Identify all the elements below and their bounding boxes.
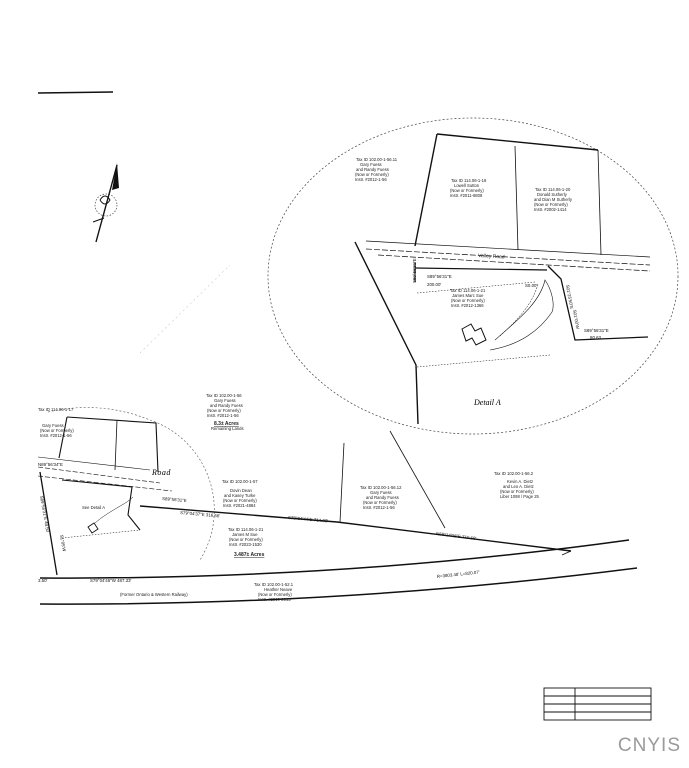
svg-text:S79°04'46"W 487.33': S79°04'46"W 487.33' xyxy=(90,578,132,583)
parcel-railway: Tax ID 102.00-1-52.1 Heather Neave (Now … xyxy=(254,582,294,602)
svg-text:R=3803.48' L=820.07': R=3803.48' L=820.07' xyxy=(437,570,480,579)
title-block xyxy=(543,687,652,721)
scale-bar xyxy=(37,91,114,94)
svg-text:S1°05'W: S1°05'W xyxy=(59,534,67,552)
detail-a-labels: Tax ID 102.00-1-56.11 Gary Fuess and Ran… xyxy=(355,157,573,308)
small-detail-circle xyxy=(149,419,215,561)
svg-text:N89°56'34"E: N89°56'34"E xyxy=(38,462,63,467)
detail-a-title: Detail A xyxy=(473,398,501,407)
svg-text:3.50': 3.50' xyxy=(38,578,48,583)
svg-text:S89°56'31"E 49.50: S89°56'31"E 49.50 xyxy=(39,495,50,533)
main-map-linework xyxy=(37,416,638,605)
svg-text:S01°00'W: S01°00'W xyxy=(572,309,580,330)
parcel-sue: Tax ID 114.06-1-21 James M Sue (Now or F… xyxy=(228,527,265,558)
detail-parcel-top-right: Tax ID 114.06-1-20 Donald Sutherly and D… xyxy=(534,187,573,212)
detail-parcel-center: Tax ID 114.06-1-21 James Marc Sue (Now o… xyxy=(450,288,486,308)
parcel-center-north: Tax ID 102.00-1-56 Gary Fuess and Randy … xyxy=(206,393,244,431)
svg-text:S01°25'50"E: S01°25'50"E xyxy=(565,284,574,309)
svg-text:S89°56'31"E: S89°56'31"E xyxy=(412,258,417,283)
railway-label: (Former Ontario & Western Railway) xyxy=(120,592,188,597)
valley-road-label: Valley Road xyxy=(478,253,505,260)
svg-text:S89°56'31"E: S89°56'31"E xyxy=(584,328,609,333)
main-map-labels: Tax ID 114.06-1-17 Gary Fuess (Now or Fo… xyxy=(38,393,540,602)
see-detail-label: See Detail A xyxy=(82,505,105,510)
svg-text:S89°56'31"E: S89°56'31"E xyxy=(162,496,187,503)
detail-a-linework xyxy=(354,133,651,425)
parcel-dietz: Tax ID 102.00-1-56.2 Kevin A. Dietz and … xyxy=(494,471,540,499)
road-label: Road xyxy=(151,468,171,477)
detail-a-ellipse xyxy=(267,117,679,435)
main-map-bearings: N89°56'34"E S89°56'31"E S79°04'37"E 316.… xyxy=(38,462,480,583)
svg-text:S0.00': S0.00' xyxy=(525,283,537,288)
detail-parcel-top-mid: Tax ID 114.06-1-18 Lowell Sutton (Now or… xyxy=(450,178,487,198)
svg-text:80.63: 80.63 xyxy=(590,335,602,340)
svg-text:S79°04'44"E 714.00': S79°04'44"E 714.00' xyxy=(288,515,329,523)
parcel-fuess-east: Tax ID 102.00-1-56.12 Gary Fuess and Ran… xyxy=(360,485,403,510)
north-arrow-icon xyxy=(92,163,119,243)
svg-text:S89°56'31"E: S89°56'31"E xyxy=(427,274,452,279)
svg-text:N69°14'08"E 710.68': N69°14'08"E 710.68' xyxy=(436,531,477,541)
detail-parcel-top-left: Tax ID 102.00-1-56.11 Gary Fuess and Ran… xyxy=(355,157,398,182)
svg-text:S79°04'37"E 316.66': S79°04'37"E 316.66' xyxy=(180,510,221,518)
svg-text:200.00': 200.00' xyxy=(427,282,441,287)
parcel-dean: Tax ID 102.00-1-57 Dovin Dean and Kasey … xyxy=(222,479,259,508)
watermark-logo: CNYIS xyxy=(617,735,681,756)
west-parcel-label: Tax ID 114.06-1-17 Gary Fuess (Now or Fo… xyxy=(38,407,75,438)
detail-leader-line xyxy=(139,264,231,354)
